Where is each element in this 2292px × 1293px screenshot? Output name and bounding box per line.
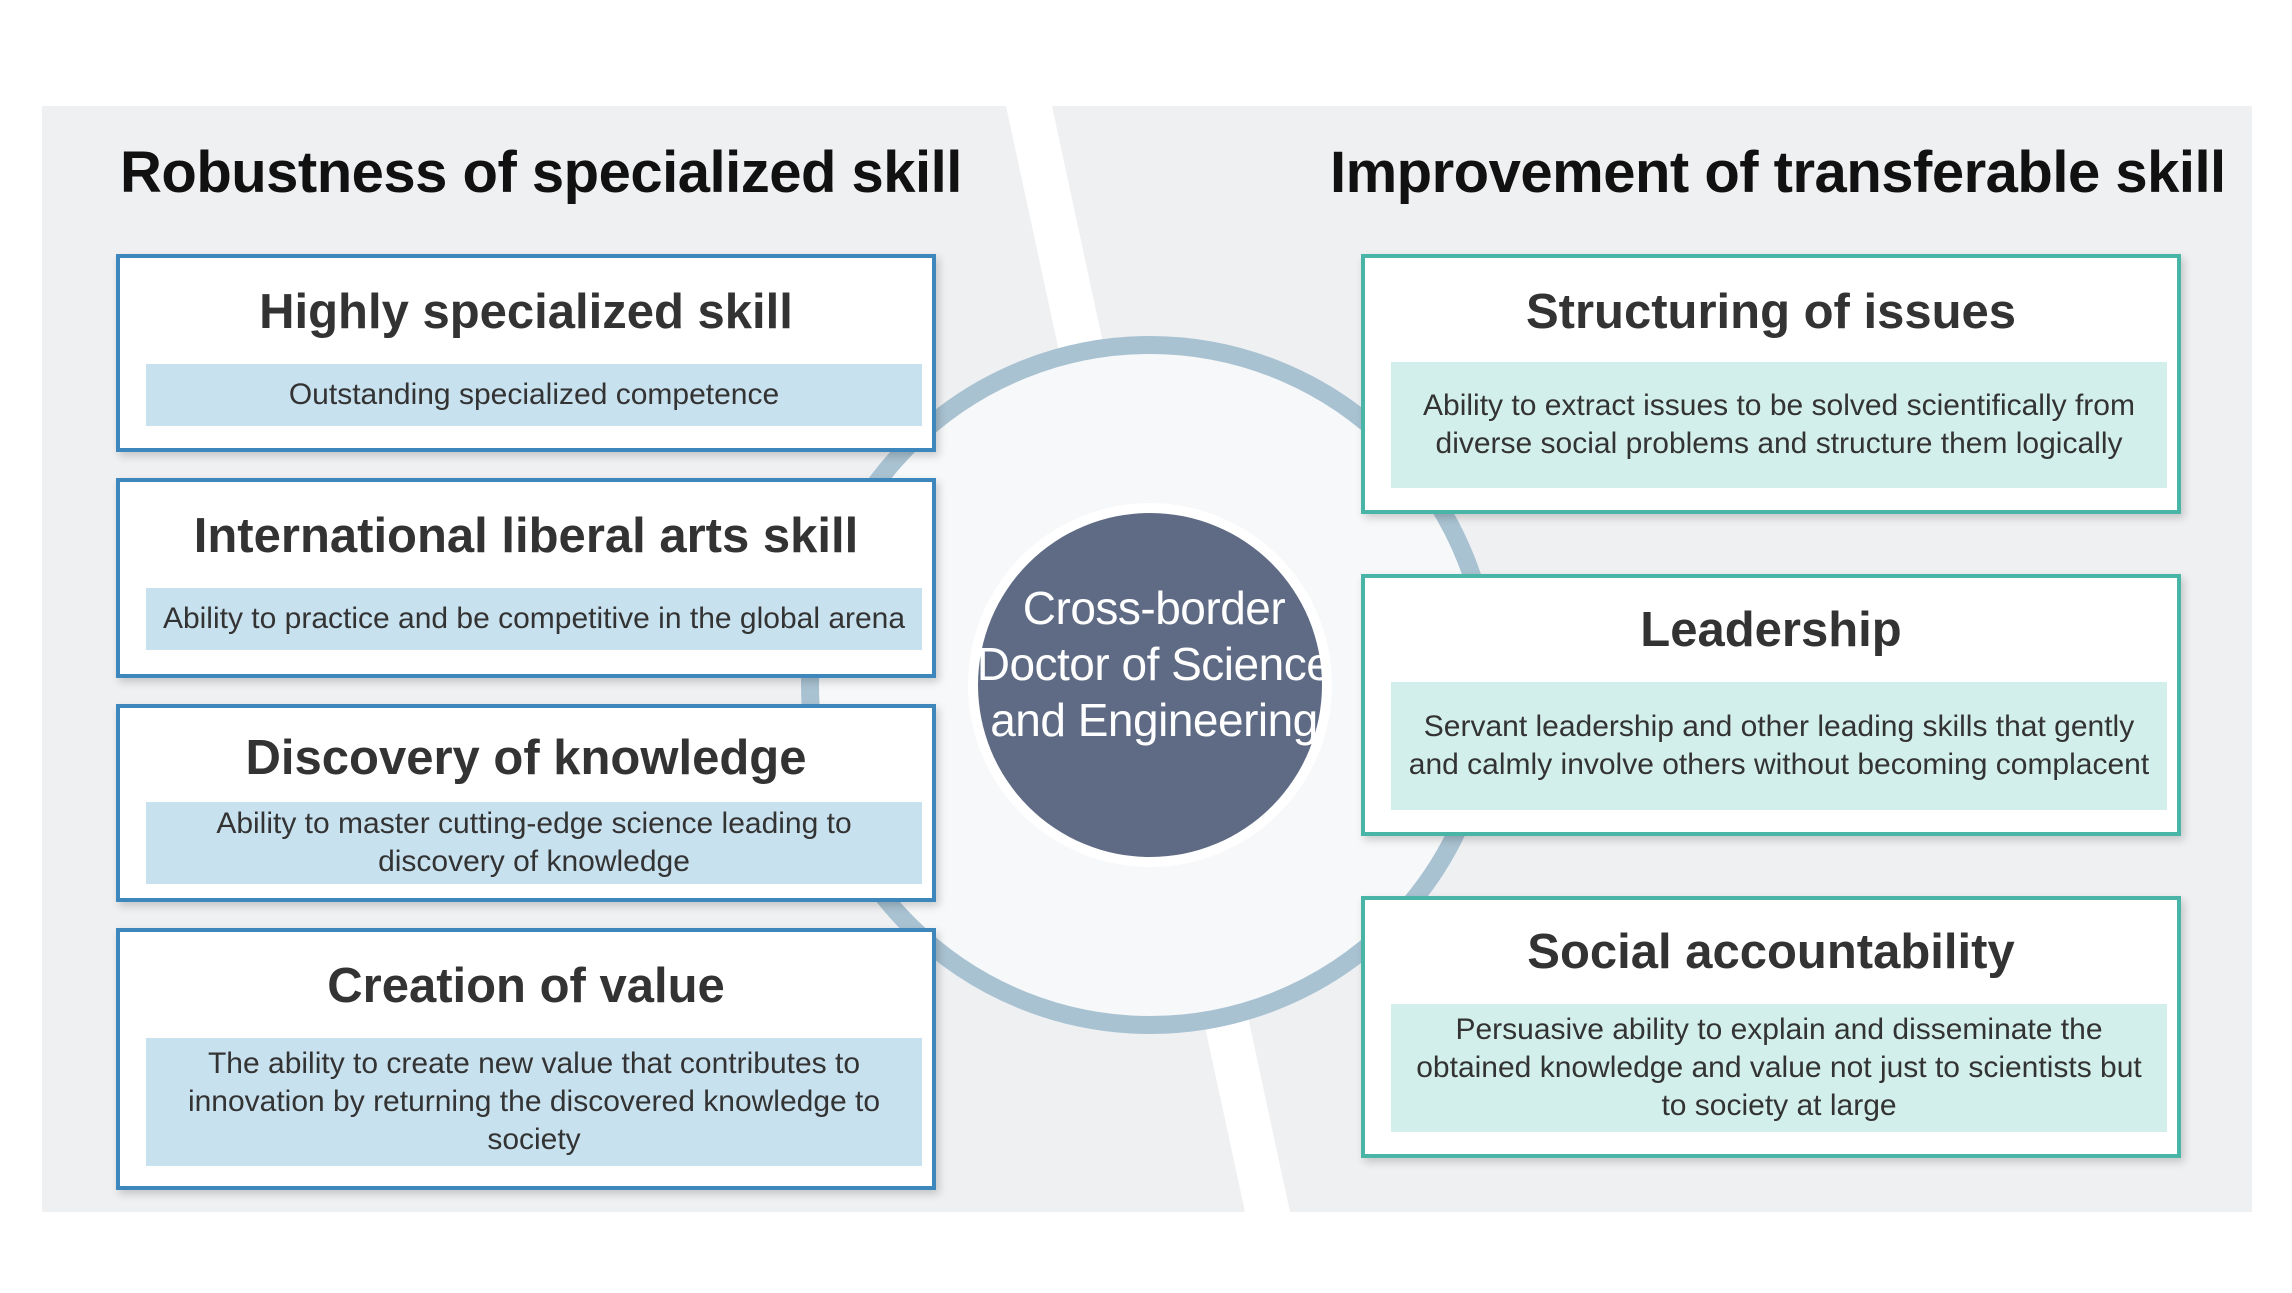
card-description: The ability to create new value that con… bbox=[146, 1038, 922, 1166]
card-title: Highly specialized skill bbox=[259, 285, 793, 339]
card-structuring-of-issues: Structuring of issues Ability to extract… bbox=[1361, 254, 2181, 514]
right-section-title: Improvement of transferable skill bbox=[1330, 140, 2226, 205]
card-title: Creation of value bbox=[327, 959, 725, 1013]
left-section-title: Robustness of specialized skill bbox=[120, 140, 962, 205]
card-description: Persuasive ability to explain and dissem… bbox=[1391, 1004, 2167, 1132]
card-discovery-of-knowledge: Discovery of knowledge Ability to master… bbox=[116, 704, 936, 902]
card-title: Discovery of knowledge bbox=[245, 731, 807, 785]
card-international-liberal-arts-skill: International liberal arts skill Ability… bbox=[116, 478, 936, 678]
card-title: Social accountability bbox=[1527, 925, 2015, 979]
center-label: Cross-border Doctor of Science and Engin… bbox=[976, 582, 1332, 746]
card-description: Outstanding specialized competence bbox=[146, 364, 922, 426]
card-highly-specialized-skill: Highly specialized skill Outstanding spe… bbox=[116, 254, 936, 452]
card-description: Ability to extract issues to be solved s… bbox=[1391, 362, 2167, 488]
card-description: Ability to practice and be competitive i… bbox=[146, 588, 922, 650]
card-creation-of-value: Creation of value The ability to create … bbox=[116, 928, 936, 1190]
card-title: International liberal arts skill bbox=[193, 509, 859, 563]
card-social-accountability: Social accountability Persuasive ability… bbox=[1361, 896, 2181, 1158]
card-title: Leadership bbox=[1640, 603, 1902, 657]
card-description: Ability to master cutting-edge science l… bbox=[146, 802, 922, 884]
card-title: Structuring of issues bbox=[1525, 285, 2017, 339]
card-leadership: Leadership Servant leadership and other … bbox=[1361, 574, 2181, 836]
card-description: Servant leadership and other leading ski… bbox=[1391, 682, 2167, 810]
center-circle bbox=[978, 513, 1322, 857]
